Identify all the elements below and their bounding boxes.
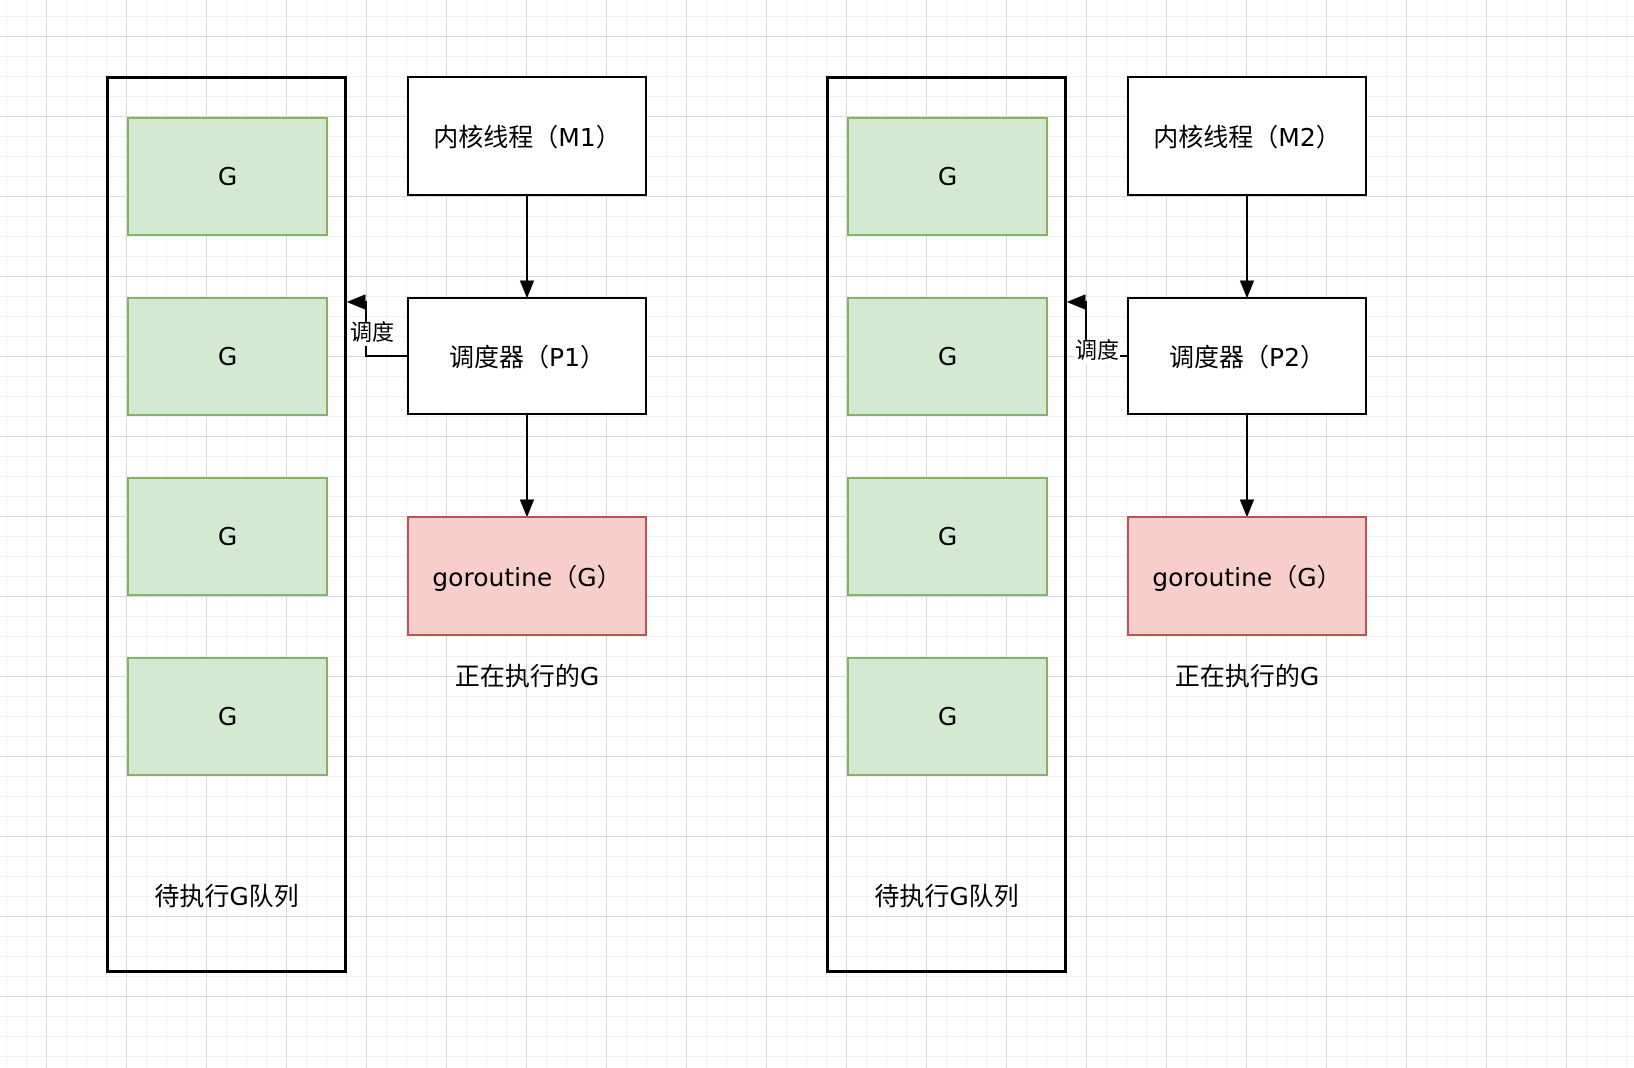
goroutine-label: goroutine（G） bbox=[432, 563, 622, 592]
goroutine-queue-item: G bbox=[127, 297, 328, 416]
arrow-kernel-to-scheduler bbox=[519, 196, 535, 299]
g-label: G bbox=[937, 162, 958, 191]
arrow-down-icon bbox=[519, 280, 535, 299]
scheduler-label: 调度器（P2） bbox=[1169, 343, 1325, 372]
goroutine-queue-item: G bbox=[847, 477, 1048, 596]
kernel-thread-label: 内核线程（M1） bbox=[433, 123, 621, 152]
arrow-down-icon bbox=[1239, 280, 1255, 299]
g-label: G bbox=[937, 702, 958, 731]
scheduler-group-2: G G G G 待执行G队列 内核线程（M2） 调度器（P2） goroutin… bbox=[720, 0, 1387, 1068]
pending-g-queue bbox=[826, 76, 1067, 973]
goroutine-label: goroutine（G） bbox=[1152, 563, 1342, 592]
arrow-left-icon bbox=[1066, 294, 1086, 310]
running-goroutine-box: goroutine（G） bbox=[1127, 516, 1367, 636]
goroutine-queue-item: G bbox=[127, 657, 328, 776]
g-label: G bbox=[217, 522, 238, 551]
g-label: G bbox=[217, 342, 238, 371]
scheduler-group-1: G G G G 待执行G队列 内核线程（M1） 调度器（P1） goroutin… bbox=[0, 0, 667, 1068]
pending-queue-caption: 待执行G队列 bbox=[874, 882, 1019, 911]
pending-g-queue bbox=[106, 76, 347, 973]
g-label: G bbox=[937, 522, 958, 551]
kernel-thread-box: 内核线程（M2） bbox=[1127, 76, 1367, 196]
g-label: G bbox=[937, 342, 958, 371]
goroutine-queue-item: G bbox=[847, 657, 1048, 776]
kernel-thread-label: 内核线程（M2） bbox=[1153, 123, 1341, 152]
executing-g-caption: 正在执行的G bbox=[454, 662, 600, 691]
pending-queue-caption: 待执行G队列 bbox=[154, 882, 299, 911]
arrow-down-icon bbox=[519, 499, 535, 518]
goroutine-queue-item: G bbox=[847, 297, 1048, 416]
arrow-left-icon bbox=[346, 294, 366, 310]
schedule-arrow-label: 调度 bbox=[1073, 338, 1121, 365]
g-label: G bbox=[217, 162, 238, 191]
arrow-down-icon bbox=[1239, 499, 1255, 518]
running-goroutine-box: goroutine（G） bbox=[407, 516, 647, 636]
goroutine-queue-item: G bbox=[127, 477, 328, 596]
scheduler-label: 调度器（P1） bbox=[449, 343, 605, 372]
arrow-scheduler-to-goroutine bbox=[519, 415, 535, 518]
arrow-kernel-to-scheduler bbox=[1239, 196, 1255, 299]
executing-g-caption: 正在执行的G bbox=[1174, 662, 1320, 691]
goroutine-queue-item: G bbox=[127, 117, 328, 236]
arrow-scheduler-to-goroutine bbox=[1239, 415, 1255, 518]
scheduler-box: 调度器（P2） bbox=[1127, 297, 1367, 415]
kernel-thread-box: 内核线程（M1） bbox=[407, 76, 647, 196]
schedule-arrow-label: 调度 bbox=[348, 320, 396, 347]
goroutine-queue-item: G bbox=[847, 117, 1048, 236]
g-label: G bbox=[217, 702, 238, 731]
scheduler-box: 调度器（P1） bbox=[407, 297, 647, 415]
